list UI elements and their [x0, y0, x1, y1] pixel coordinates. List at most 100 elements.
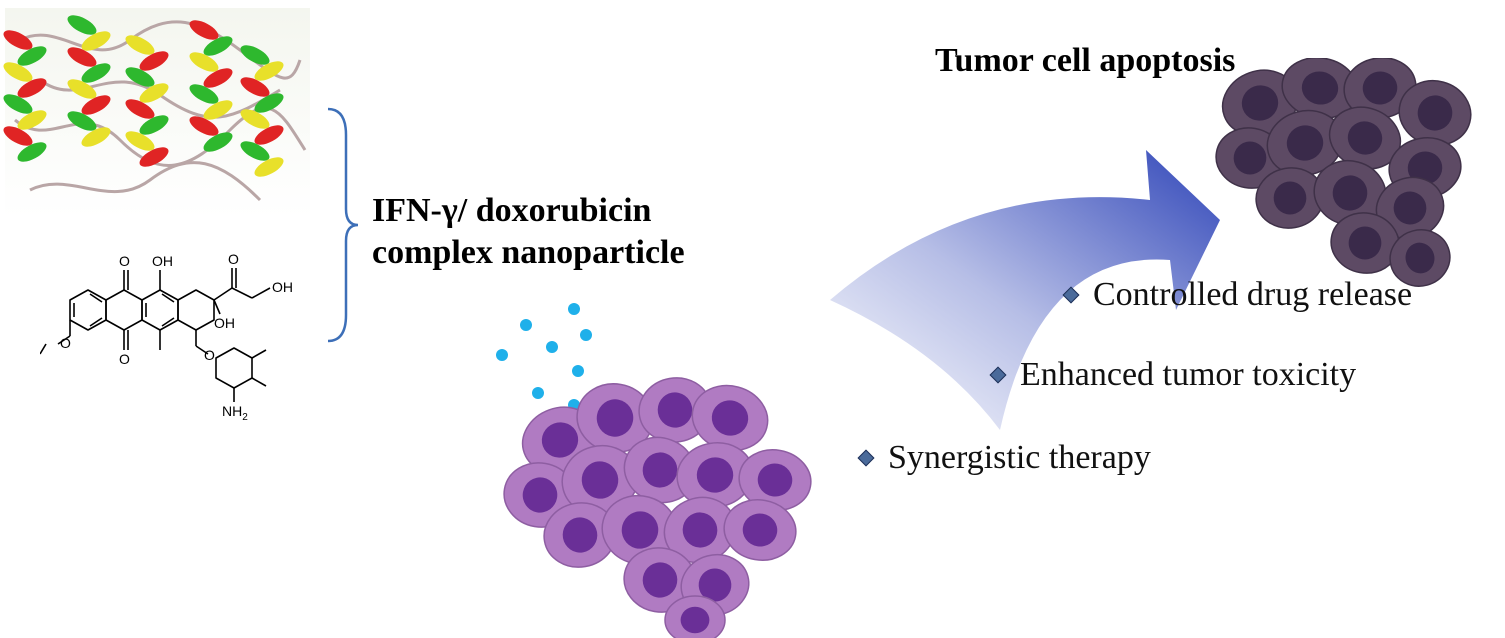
cell-nucleus: [562, 517, 598, 553]
diamond-bullet-icon: [1062, 286, 1080, 304]
cell-nucleus: [1405, 242, 1435, 274]
helix-turn: [67, 47, 97, 67]
helix-turn: [189, 52, 219, 72]
cell-nucleus: [1393, 191, 1427, 225]
cell-nucleus: [1332, 175, 1368, 211]
nanoparticle: [496, 349, 508, 361]
helix-turn: [3, 30, 33, 50]
nanoparticle: [520, 319, 532, 331]
tumor-cell: [1343, 58, 1417, 119]
tumor-cell: [638, 377, 712, 443]
helix-turn: [139, 147, 169, 167]
tumor-cell: [1389, 229, 1451, 287]
helix-turn: [203, 132, 233, 152]
protein-coil: [19, 20, 302, 80]
oh-ring-d-label: OH: [214, 315, 235, 331]
helix-turn: [3, 94, 33, 114]
tumor-cell: [543, 502, 617, 568]
cell-nucleus: [711, 400, 749, 436]
tumor-cell: [1281, 58, 1359, 120]
helix-turn: [139, 83, 169, 103]
sugar-ring: [215, 347, 253, 389]
o-glyco-label: O: [204, 347, 215, 363]
complex-label-line1: IFN-γ/ doxorubicin: [372, 192, 652, 229]
tumor-cell: [1266, 109, 1344, 177]
helix-turn: [81, 95, 111, 115]
tumor-cell: [738, 449, 812, 511]
cell-nucleus: [541, 422, 579, 458]
helix-turn: [240, 45, 270, 65]
cell-nucleus: [696, 457, 734, 493]
tumor-cell: [1221, 69, 1299, 137]
helix-turn: [67, 111, 97, 131]
cell-nucleus: [1417, 95, 1453, 131]
nh2-label: NH2: [222, 403, 248, 423]
helix-turn: [203, 68, 233, 88]
helix-turn: [81, 127, 111, 147]
helix-turn: [125, 67, 155, 87]
nanoparticle: [546, 341, 558, 353]
helix-turn: [125, 99, 155, 119]
ring-a: [69, 289, 107, 331]
transition-arrow: [830, 150, 1220, 430]
helix-turn: [189, 116, 219, 136]
helix-turn: [254, 61, 284, 81]
tumor-cell: [723, 499, 797, 561]
tumor-cell: [576, 383, 654, 453]
helix-turn: [189, 84, 219, 104]
cell-nucleus: [757, 463, 793, 497]
helix-turn: [125, 131, 155, 151]
ring-b: [105, 289, 143, 331]
helix-turn: [67, 15, 97, 35]
protein-coil: [29, 161, 262, 202]
apoptosis-label: Tumor cell apoptosis: [935, 42, 1236, 79]
cell-nucleus: [581, 461, 619, 499]
helix-turn: [17, 78, 47, 98]
benefit-controlled-release: Controlled drug release: [1062, 275, 1412, 315]
tumor-cell: [561, 444, 639, 516]
tumor-cluster-before: [503, 377, 812, 638]
o-keto-label: O: [228, 251, 239, 267]
helix-turn: [17, 110, 47, 130]
helix-turn: [17, 46, 47, 66]
ifn-gamma-protein-illustration: [3, 8, 310, 218]
cell-nucleus: [1273, 181, 1307, 215]
benefit-text: Synergistic therapy: [888, 439, 1151, 476]
nanoparticle: [572, 365, 584, 377]
helix-turn: [125, 35, 155, 55]
helix-turn: [240, 109, 270, 129]
cell-nucleus: [621, 511, 659, 549]
cell-nucleus: [1286, 125, 1324, 161]
tumor-cluster-after: [1215, 58, 1472, 287]
cell-nucleus: [1362, 71, 1398, 105]
cell-nucleus: [657, 392, 693, 428]
helix-turn: [254, 157, 284, 177]
cell-nucleus: [522, 477, 558, 513]
helix-turn: [139, 115, 169, 135]
tumor-cell: [676, 442, 754, 508]
cell-nucleus: [1407, 151, 1443, 185]
cell-nucleus: [1347, 121, 1383, 155]
helix-turn: [254, 125, 284, 145]
cell-nucleus: [698, 568, 732, 602]
ring-c: [141, 289, 179, 331]
benefit-synergistic-therapy: Synergistic therapy: [857, 438, 1151, 478]
nanoparticle: [532, 387, 544, 399]
cell-nucleus: [1348, 226, 1382, 260]
cell-nucleus: [1241, 85, 1279, 121]
helix-turn: [203, 100, 233, 120]
grouping-bracket: [327, 107, 359, 343]
doxorubicin-structure: O O OH OH O OH OH O O O OH NH2: [40, 251, 293, 423]
helix-turn: [254, 93, 284, 113]
helix-turn: [17, 142, 47, 162]
helix-turn: [189, 20, 219, 40]
helix-turn: [67, 79, 97, 99]
helix-turn: [240, 141, 270, 161]
cell-nucleus: [680, 606, 710, 634]
cell-nucleus: [682, 512, 718, 548]
o-bottom-label: O: [119, 351, 130, 367]
nanoparticle: [580, 329, 592, 341]
helix-turn: [240, 77, 270, 97]
helix-turn: [81, 63, 111, 83]
